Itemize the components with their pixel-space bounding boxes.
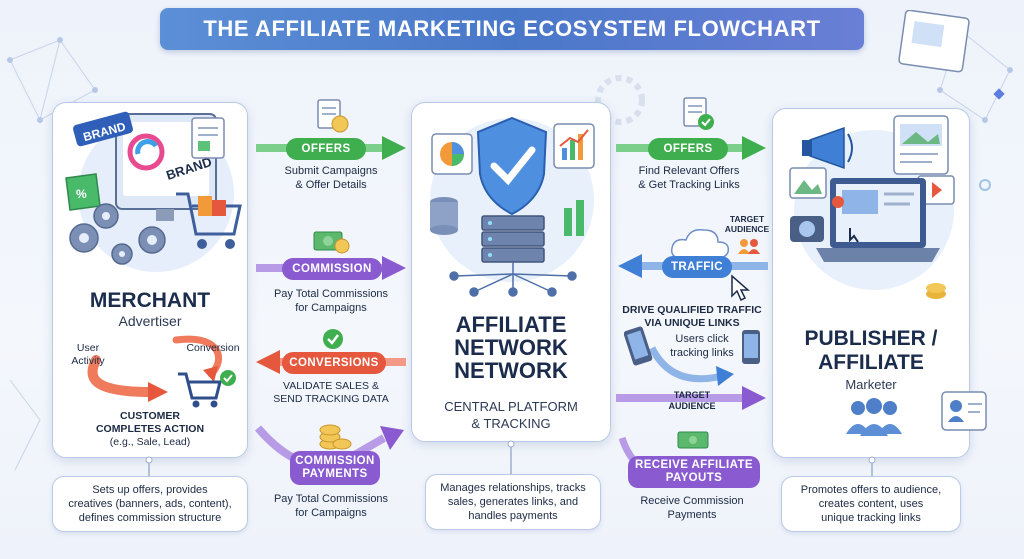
conversion-label: Conversion <box>186 342 240 354</box>
commission-pill-label: COMMISSION <box>292 263 372 275</box>
merchant-connector <box>145 456 153 478</box>
publisher-note: Promotes offers to audience, creates con… <box>781 476 961 532</box>
target-audience-mid: TARGET AUDIENCE <box>668 390 716 411</box>
merchant-illustration: BRAND BRAND % <box>65 111 242 272</box>
merchant-note-text: Sets up offers, provides creatives (bann… <box>68 484 232 524</box>
audience-icon <box>846 398 902 436</box>
cash-payout-icon <box>677 431 709 449</box>
conversions-caption: VALIDATE SALES & SEND TRACKING DATA <box>273 380 389 405</box>
webpage-card-icon <box>898 10 970 73</box>
traffic-pill-label: TRAFFIC <box>671 261 723 273</box>
cloud-icon <box>670 228 730 259</box>
cursor-icon[interactable] <box>728 274 752 302</box>
network-connector <box>507 440 515 474</box>
publisher-note-text: Promotes offers to audience, creates con… <box>800 484 942 524</box>
payout-pill-label: RECEIVE AFFILIATE PAYOUTS <box>635 459 753 484</box>
offers-caption-left: Submit Campaigns & Offer Details <box>284 165 378 191</box>
network-note-text: Manages relationships, tracks sales, gen… <box>440 482 586 522</box>
network-name: AFFILIATE NETWORK NETWORK <box>454 312 568 383</box>
traffic-pill: TRAFFIC <box>662 256 732 278</box>
payments-caption: Pay Total Commissions for Campaigns <box>273 493 389 519</box>
document-coin-icon <box>317 99 349 133</box>
network-note: Manages relationships, tracks sales, gen… <box>425 474 601 530</box>
merchant-role: Advertiser <box>118 313 182 329</box>
offers-pill-right-label: OFFERS <box>663 143 713 155</box>
merchant-note: Sets up offers, provides creatives (bann… <box>52 476 248 532</box>
conversions-pill-label: CONVERSIONS <box>289 357 379 369</box>
merchant-cycle <box>87 335 236 408</box>
publisher-illustration <box>789 115 955 299</box>
payments-pill-label: COMMISSION PAYMENTS <box>295 455 375 480</box>
publisher-connector <box>868 456 876 478</box>
conversions-pill: CONVERSIONS <box>282 352 386 374</box>
phone-left-icon <box>624 326 653 366</box>
customer-completes-action: CUSTOMER COMPLETES ACTION <box>95 410 205 435</box>
target-audience-icon <box>738 239 760 254</box>
page-title: THE AFFILIATE MARKETING ECOSYSTEM FLOWCH… <box>203 16 821 41</box>
payout-caption: Receive Commission Payments <box>640 495 744 521</box>
publisher-role: Marketer <box>845 377 897 392</box>
document-check-icon <box>683 97 714 130</box>
network-role: CENTRAL PLATFORM & TRACKING <box>444 399 578 431</box>
offers-pill-left: OFFERS <box>286 138 366 160</box>
commission-pill: COMMISSION <box>282 258 382 280</box>
users-click-caption: Users click tracking links <box>670 333 734 359</box>
target-audience-top: TARGET AUDIENCE <box>724 214 770 234</box>
offers-pill-right: OFFERS <box>648 138 728 160</box>
offers-caption-right: Find Relevant Offers & Get Tracking Link… <box>638 165 740 191</box>
payout-pill: RECEIVE AFFILIATE PAYOUTS <box>628 456 760 488</box>
phone-right-icon <box>742 330 760 364</box>
payments-pill: COMMISSION PAYMENTS <box>290 451 380 485</box>
offers-pill-left-label: OFFERS <box>301 143 351 155</box>
coins-icon <box>319 424 352 450</box>
customer-completes-example: (e.g., Sale, Lead) <box>109 436 191 448</box>
user-activity-label: User Activity <box>71 342 105 367</box>
traffic-caption: DRIVE QUALIFIED TRAFFIC VIA UNIQUE LINKS <box>622 304 762 329</box>
cash-icon <box>313 231 350 254</box>
network-illustration <box>430 116 595 297</box>
commission-caption: Pay Total Commissions for Campaigns <box>273 288 389 314</box>
profile-card-icon <box>941 391 987 431</box>
check-icon <box>323 329 343 349</box>
publisher-name: PUBLISHER / AFFILIATE <box>804 327 938 374</box>
title-banner: THE AFFILIATE MARKETING ECOSYSTEM FLOWCH… <box>160 8 864 50</box>
merchant-name: MERCHANT <box>89 289 211 312</box>
svg-text:%: % <box>76 187 87 201</box>
